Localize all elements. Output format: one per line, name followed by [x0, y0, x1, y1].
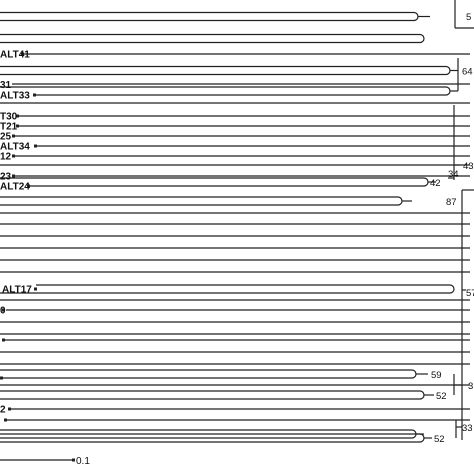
node-marker [12, 134, 15, 138]
tip-label-alt34: ALT34 [0, 142, 30, 153]
branch [0, 33, 425, 44]
branch [0, 65, 451, 76]
branch [0, 196, 403, 206]
branch [0, 177, 429, 187]
support-value: 3 [468, 381, 473, 392]
node-marker [16, 114, 19, 118]
branch [0, 11, 419, 22]
node-markers [0, 52, 75, 462]
node-marker [34, 144, 37, 148]
branch [0, 390, 425, 400]
branch [0, 369, 417, 379]
scale-bar-label: 0.1 [76, 456, 90, 467]
node-marker [34, 287, 37, 291]
support-value: 33 [462, 423, 473, 434]
node-marker [21, 52, 24, 56]
branch [0, 284, 455, 294]
node-marker [2, 338, 5, 342]
node-marker [4, 418, 7, 422]
tip-label-alt17: ALT17 [2, 285, 32, 296]
tip-label-12: 12 [0, 152, 12, 163]
support-value: 59 [431, 370, 442, 381]
tip-label-2: 2 [0, 405, 6, 416]
tip-label-alt24: ALT24 [0, 182, 30, 193]
branch [0, 86, 451, 96]
node-marker [12, 154, 15, 158]
node-marker [33, 93, 36, 97]
tip-label-t30: T30 [0, 112, 18, 123]
support-value: 5 [466, 12, 471, 23]
tip-label-t21: T21 [0, 122, 18, 133]
node-marker [16, 124, 19, 128]
support-value: 64 [462, 67, 473, 78]
support-value: 57 [466, 288, 474, 299]
tip-label-alt33: ALT33 [0, 91, 30, 102]
support-value: 43 [463, 161, 474, 172]
tip-label-alt41: ALT41 [0, 50, 30, 61]
support-value: 34 [448, 169, 459, 180]
support-values: 5 64 43 34 42 87 57 59 3 52 33 52 [430, 12, 474, 445]
tip-labels: ALT41 31 ALT33 T30 T21 25 ALT34 12 23 AL… [0, 50, 32, 416]
node-marker [72, 458, 75, 462]
node-marker [27, 184, 30, 188]
node-marker [8, 407, 11, 411]
tip-label-31: 31 [0, 80, 12, 91]
tip-label-25: 25 [0, 132, 12, 143]
branches [0, 0, 474, 461]
support-value: 42 [430, 178, 441, 189]
tip-label-0: 0 [0, 306, 6, 317]
node-marker [0, 376, 3, 380]
node-marker [12, 174, 15, 178]
support-value: 87 [446, 197, 457, 208]
node-marker [2, 308, 5, 312]
support-value: 52 [436, 391, 447, 402]
tip-label-23: 23 [0, 172, 12, 183]
support-value: 52 [434, 434, 445, 445]
